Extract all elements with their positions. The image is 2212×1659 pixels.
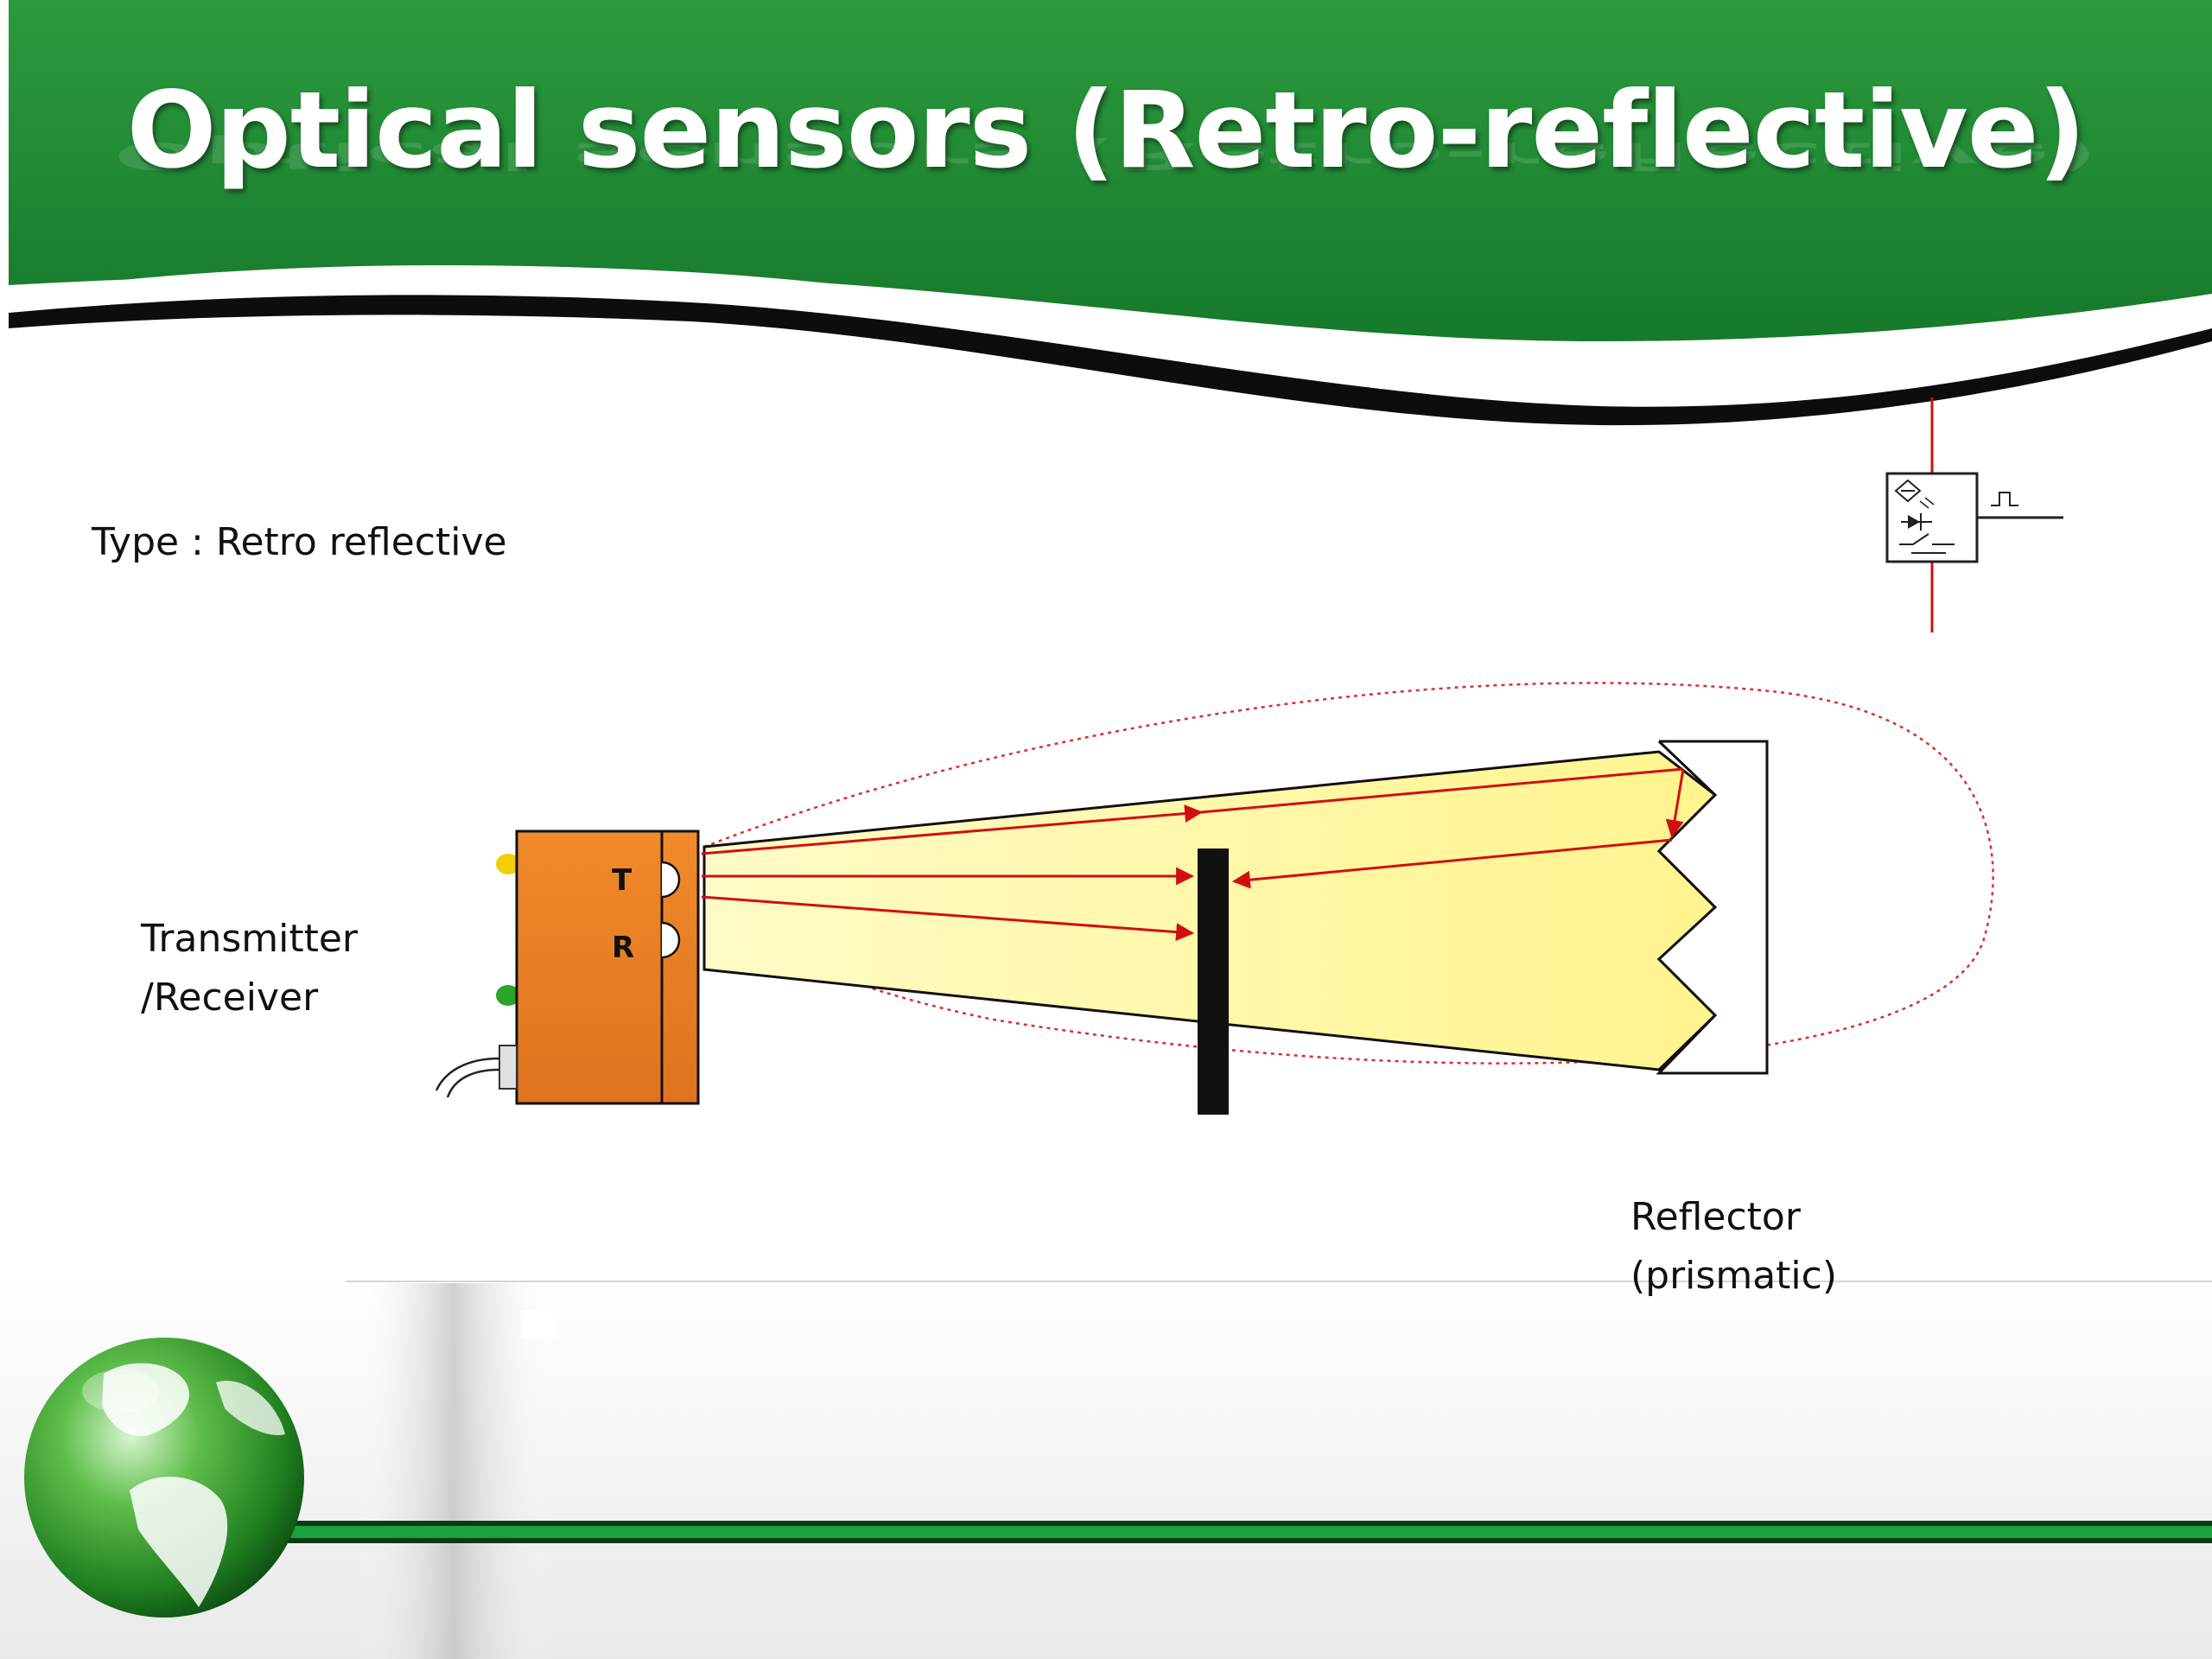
reflector-label-line2: (prismatic) xyxy=(1630,1254,1837,1298)
transmitter-label-line2: /Receiver xyxy=(141,976,319,1020)
sensor-transmitter-letter: T xyxy=(612,863,632,898)
detection-envelope xyxy=(703,682,1994,1065)
sensor-body xyxy=(435,830,700,1105)
header-band xyxy=(9,0,2212,341)
footer-line-inner xyxy=(238,1526,2212,1538)
type-label: Type : Retro reflective xyxy=(92,520,507,564)
floor-area xyxy=(0,1279,2212,1659)
header-white-swoosh xyxy=(9,265,2212,390)
obstacle-bar xyxy=(1198,849,1229,1115)
sensor-receiver-letter: R xyxy=(612,931,635,965)
transmitter-label-line1: Transmitter xyxy=(141,917,359,961)
light-rays xyxy=(701,767,1685,942)
globe-icon xyxy=(24,1338,304,1618)
page-title: Optical sensors (Retro-reflective) xyxy=(126,69,2086,192)
reflector xyxy=(1656,740,1769,1075)
header-black-swoosh xyxy=(9,295,2212,426)
floor-wall-shadow xyxy=(354,1283,553,1659)
reflector-label-line1: Reflector xyxy=(1630,1195,1801,1239)
floor-small-block xyxy=(521,1311,556,1338)
photoelectric-sensor-symbol-icon xyxy=(1885,397,2063,632)
